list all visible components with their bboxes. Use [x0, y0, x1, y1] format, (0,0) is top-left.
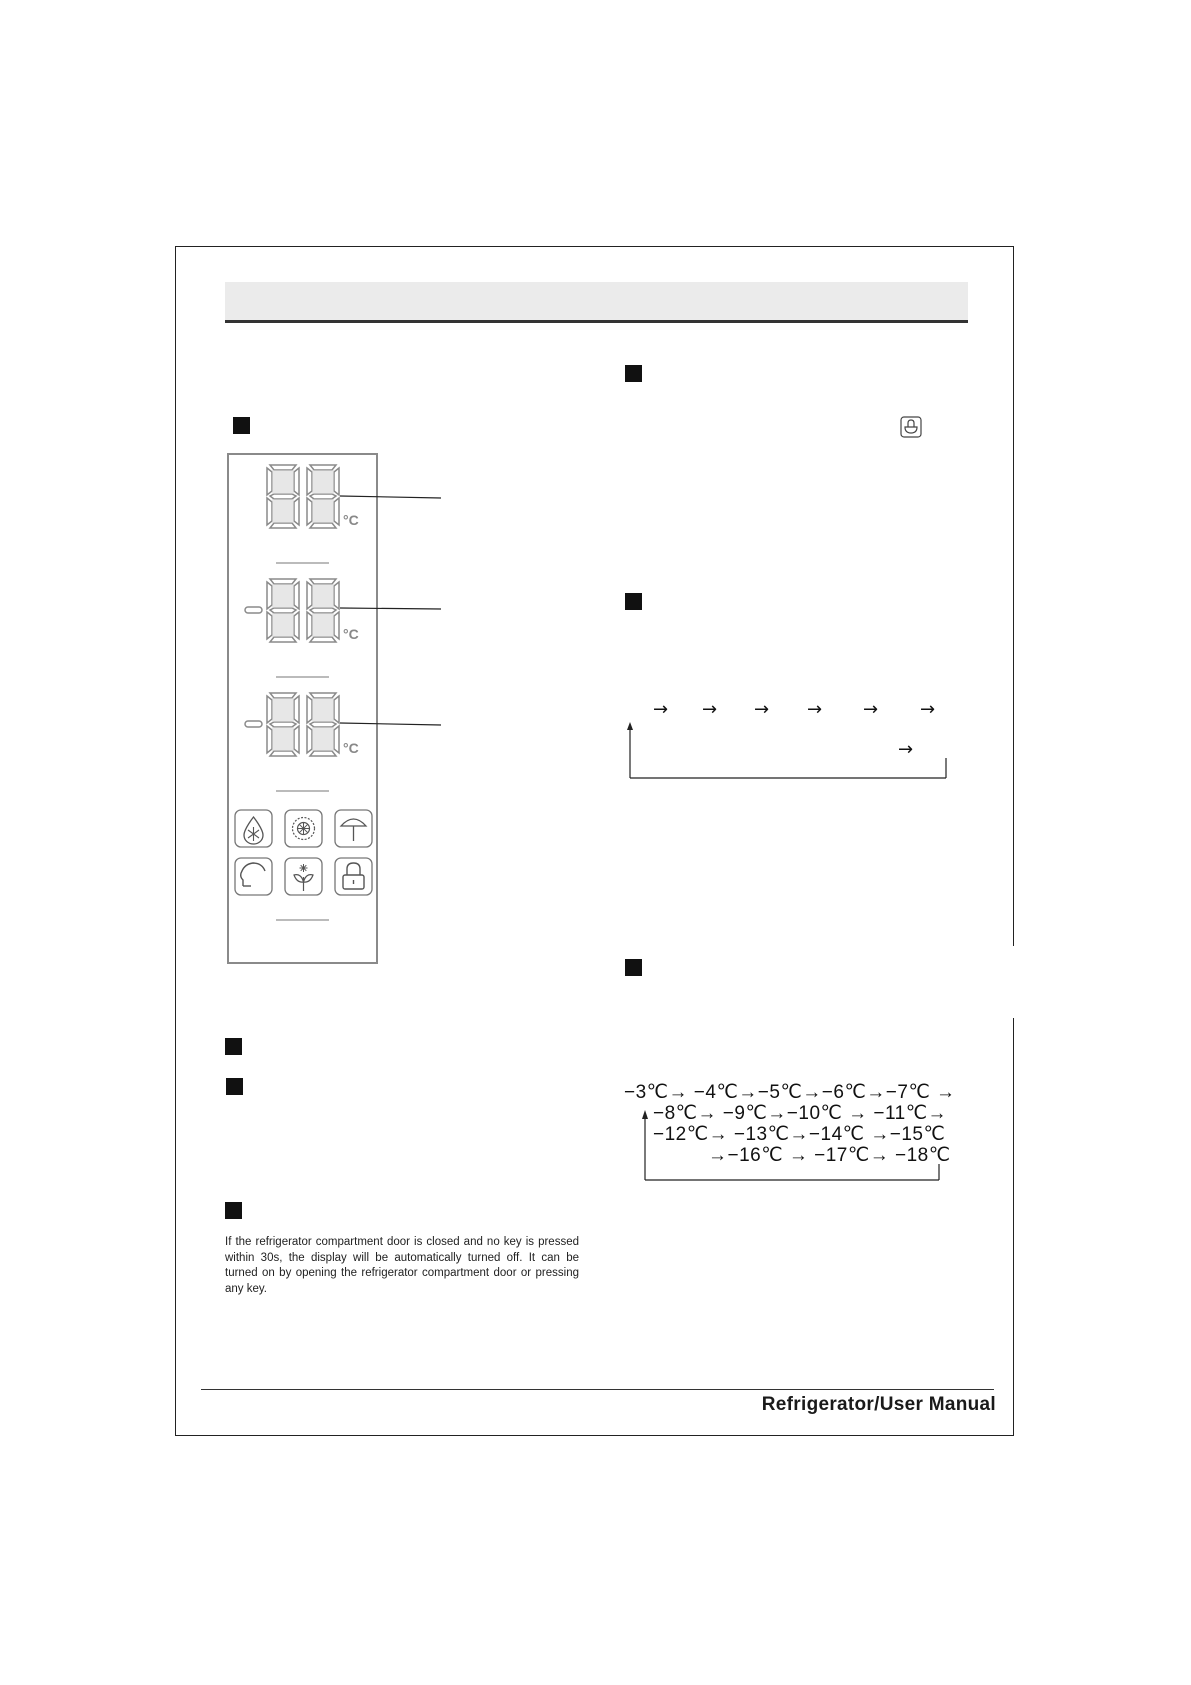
minus-segment-3: [244, 720, 263, 728]
freezer-cycle-line-3: −12℃→ −13℃→−14℃ →−15℃: [653, 1124, 946, 1145]
freezer-cycle-line-2: −8℃→ −9℃→−10℃ → −11℃→: [653, 1103, 948, 1124]
variable-unit-label: °C: [343, 740, 359, 756]
page-frame: [175, 246, 1014, 1436]
section-marker-a: [225, 1038, 242, 1055]
fridge-temp-digits: [266, 464, 340, 529]
fridge-cycle-return-line: [627, 722, 947, 779]
control-panel-svg: °C °C °C: [234, 464, 373, 921]
fan-icon[interactable]: [284, 809, 323, 848]
cycle-arrow-1: →: [653, 699, 669, 720]
frame-edge-gap: [1013, 946, 1015, 1018]
section-marker-freezer: [625, 959, 642, 976]
holiday-umbrella-icon[interactable]: [334, 809, 373, 848]
super-cool-icon[interactable]: [234, 809, 273, 848]
freezer-temp-digits: [266, 578, 340, 643]
display-off-note: If the refrigerator compartment door is …: [225, 1236, 579, 1295]
freezer-cycle-line-4: →−16℃ → −17℃→ −18℃: [708, 1145, 951, 1166]
cycle-arrow-6: →: [920, 699, 936, 720]
freezer-cycle-line-1: −3℃→ −4℃→−5℃→−6℃→−7℃ →: [624, 1082, 956, 1103]
lock-icon[interactable]: [334, 857, 373, 896]
cycle-arrow-3: →: [754, 699, 770, 720]
section-marker-display: [233, 417, 250, 434]
section-marker-fridge: [625, 593, 642, 610]
footer-title: Refrigerator/User Manual: [761, 1394, 996, 1415]
cycle-arrow-4: →: [807, 699, 823, 720]
minus-segment-2: [244, 606, 263, 614]
lock-key-icon: [900, 416, 922, 438]
fridge-unit-label: °C: [343, 512, 359, 528]
variable-temp-digits: [266, 692, 340, 757]
cycle-arrow-2: →: [702, 699, 718, 720]
section-header-band: [225, 282, 968, 323]
freezer-unit-label: °C: [343, 626, 359, 642]
section-marker-lock: [625, 365, 642, 382]
smart-person-icon[interactable]: [234, 857, 273, 896]
cycle-arrow-5: →: [863, 699, 879, 720]
callout-lines: [340, 495, 442, 726]
eco-leaf-icon[interactable]: [284, 857, 323, 896]
section-marker-display-off: [225, 1202, 242, 1219]
control-panel-illustration: °C °C °C: [227, 453, 378, 964]
footer-rule: [201, 1389, 994, 1390]
section-marker-b: [226, 1078, 243, 1095]
cycle-arrow-7: →: [898, 739, 914, 760]
freezer-cycle-return-line: [642, 1110, 940, 1181]
fridge-temp-cycle: → → → → → → →: [630, 699, 950, 779]
